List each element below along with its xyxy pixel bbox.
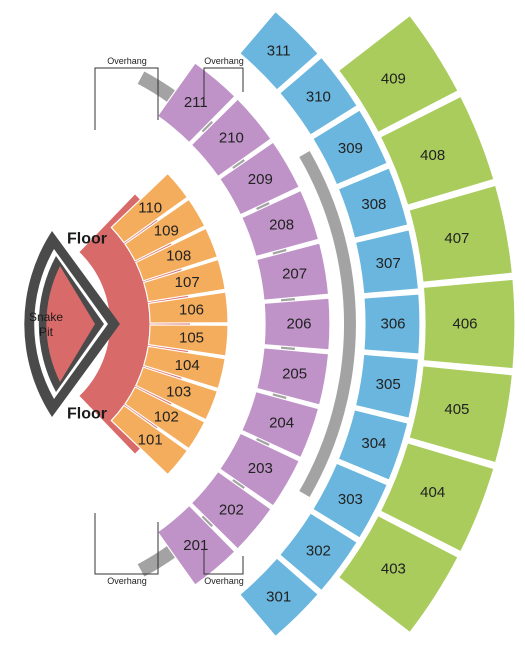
section-label-301: 301: [266, 589, 291, 606]
section-label-405: 405: [444, 401, 469, 418]
section-label-101: 101: [138, 432, 163, 449]
section-label-108: 108: [166, 247, 191, 264]
snake-pit-label-line1: Snake: [29, 310, 63, 324]
overhang-label-bottom-left: Overhang: [107, 576, 147, 586]
overhang-markers: [94, 67, 244, 575]
section-408[interactable]: [379, 95, 495, 206]
section-label-207: 207: [282, 265, 307, 282]
section-208[interactable]: [241, 189, 320, 258]
section-304[interactable]: [337, 409, 409, 481]
section-label-204: 204: [269, 414, 294, 431]
section-305[interactable]: [354, 353, 420, 419]
floor-label-top: Floor: [67, 231, 107, 248]
section-label-209: 209: [248, 171, 273, 188]
section-406[interactable]: [422, 278, 516, 370]
section-label-107: 107: [175, 274, 200, 291]
section-206[interactable]: [263, 297, 331, 351]
section-label-305: 305: [376, 376, 401, 393]
section-label-409: 409: [381, 71, 406, 88]
section-label-302: 302: [306, 543, 331, 560]
section-107[interactable]: [142, 258, 226, 303]
section-211[interactable]: [156, 62, 236, 144]
section-label-202: 202: [219, 501, 244, 518]
labels-layer: 101 102 103 104 105 106 107 108 109 110 201 202 203 2…: [138, 43, 478, 606]
overhang-label-bottom-right: Overhang: [204, 576, 244, 586]
section-label-407: 407: [444, 230, 469, 247]
section-label-306: 306: [380, 316, 405, 333]
section-302[interactable]: [278, 512, 358, 592]
section-label-203: 203: [248, 460, 273, 477]
section-label-404: 404: [420, 484, 445, 501]
section-label-403: 403: [381, 560, 406, 577]
overhang-bracket-bottom-left: [94, 513, 159, 575]
section-label-104: 104: [175, 357, 200, 374]
section-102[interactable]: [124, 386, 206, 450]
section-404[interactable]: [379, 442, 495, 553]
section-309[interactable]: [311, 109, 388, 186]
section-label-406: 406: [452, 316, 477, 333]
section-label-210: 210: [219, 130, 244, 147]
section-label-110: 110: [138, 200, 162, 217]
section-205[interactable]: [255, 347, 330, 406]
section-210[interactable]: [190, 98, 272, 178]
overhang-label-top-left: Overhang: [107, 56, 147, 66]
section-209[interactable]: [218, 141, 301, 216]
section-101[interactable]: [110, 404, 189, 476]
section-306[interactable]: [363, 293, 421, 355]
section-105[interactable]: [147, 324, 229, 357]
overhang-bracket-bottom-right: [203, 549, 244, 575]
section-207[interactable]: [255, 242, 330, 301]
section-202[interactable]: [190, 470, 272, 550]
section-308[interactable]: [337, 167, 409, 239]
section-label-105: 105: [179, 330, 204, 347]
section-label-310: 310: [306, 88, 331, 105]
section-311[interactable]: [238, 10, 320, 91]
section-label-408: 408: [420, 147, 445, 164]
floor-label-bottom: Floor: [67, 406, 107, 423]
snake-pit-label-line2: Pit: [39, 325, 54, 339]
overhang-bracket-top-right: [203, 67, 244, 98]
section-110[interactable]: [110, 172, 189, 244]
section-106[interactable]: [147, 291, 229, 324]
section-204[interactable]: [241, 390, 320, 459]
section-label-304: 304: [361, 435, 386, 452]
section-label-201: 201: [183, 537, 208, 554]
overhang-label-top-right: Overhang: [204, 56, 244, 66]
section-label-308: 308: [361, 196, 386, 213]
section-310[interactable]: [278, 56, 358, 136]
snake-pit[interactable]: [46, 266, 95, 382]
section-407[interactable]: [408, 184, 514, 283]
section-301[interactable]: [238, 557, 320, 638]
section-label-309: 309: [338, 140, 363, 157]
section-label-208: 208: [269, 217, 294, 234]
section-303[interactable]: [311, 462, 388, 539]
section-label-303: 303: [338, 491, 363, 508]
section-label-311: 311: [267, 43, 291, 60]
section-label-102: 102: [154, 409, 179, 426]
section-label-307: 307: [376, 255, 401, 272]
section-403[interactable]: [337, 514, 459, 634]
section-405[interactable]: [408, 365, 514, 464]
section-203[interactable]: [218, 432, 301, 507]
stage-area: Stage Snake Pit: [8, 231, 120, 417]
section-label-103: 103: [166, 384, 191, 401]
stage-label: Stage: [8, 305, 24, 343]
section-104[interactable]: [142, 345, 226, 390]
sections-layer: [110, 10, 516, 638]
section-label-211: 211: [184, 94, 208, 111]
section-109[interactable]: [124, 198, 206, 262]
section-307[interactable]: [354, 229, 420, 295]
section-108[interactable]: [134, 227, 219, 282]
overhang-bracket-top-left: [94, 67, 159, 130]
section-label-109: 109: [154, 222, 179, 239]
walkway-outer: [299, 151, 356, 497]
section-409[interactable]: [337, 14, 459, 134]
section-label-106: 106: [179, 302, 204, 319]
section-103[interactable]: [134, 366, 219, 421]
section-label-206: 206: [286, 316, 311, 333]
section-label-205: 205: [282, 366, 307, 383]
